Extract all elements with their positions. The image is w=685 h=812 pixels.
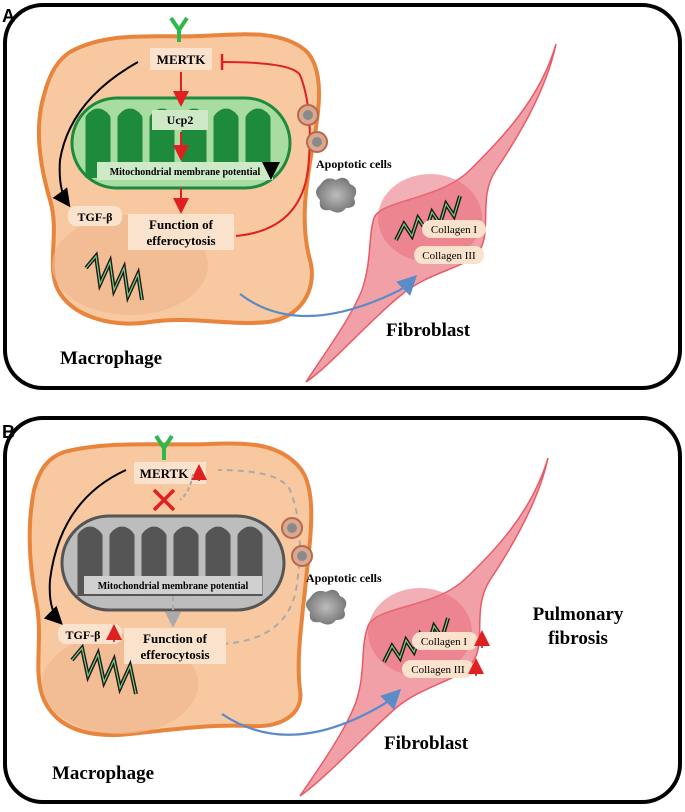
tgf-helix-b-icon (70, 643, 138, 695)
function-a-box (128, 214, 234, 250)
ucp2-label: Ucp2 (167, 113, 194, 127)
mito-potential-b-box (84, 576, 262, 594)
mertk-label-box (150, 48, 212, 70)
mito-potential-b-label: Mitochondrial membrane potential (98, 581, 249, 592)
mertk-receptor-icon (169, 16, 189, 42)
mito-potential-a-label: Mitochondrial membrane potential (110, 167, 261, 178)
collagen1-a-label: Collagen I (431, 224, 477, 236)
arrow-macrophage-fibroblast-b (221, 688, 402, 736)
tgf-a-box (68, 206, 122, 226)
pulmonary-fibrosis-line1: Pulmonary (533, 604, 624, 625)
mito-potential-a-box (97, 162, 273, 180)
fibroblast-a-label: Fibroblast (386, 320, 471, 341)
apoptotic-cells-b-icon (281, 517, 347, 625)
collagen3-a-label: Collagen III (422, 250, 476, 262)
pulmonary-fibrosis-line2: fibrosis (548, 628, 608, 649)
panel-b: B MERTK Mitochondrial membrane potential… (2, 416, 682, 804)
panel-a-letter: A (2, 6, 15, 26)
mertk-receptor-b-icon (154, 434, 174, 460)
panel-b-letter: B (2, 422, 15, 442)
blocked-x-icon (152, 488, 176, 512)
function-b-line2: efferocytosis (140, 647, 209, 662)
collagen3-b-box (402, 660, 474, 678)
apoptotic-b-label: Apoptotic cells (306, 571, 382, 585)
arrow-mertk-tgf-b (43, 469, 127, 625)
function-b-box (124, 628, 226, 664)
tgf-a-label: TGF-β (78, 210, 113, 224)
apoptotic-a-label: Apoptotic cells (316, 157, 392, 171)
collagen3-b-label: Collagen III (411, 664, 465, 676)
mertk-label: MERTK (157, 52, 207, 67)
macrophage-b-label: Macrophage (52, 763, 154, 784)
tgf-b-label: TGF-β (66, 628, 101, 642)
dashed-branch-line (179, 473, 194, 501)
ucp2-label-box (152, 110, 208, 130)
mitochondrion-gray-icon (60, 514, 286, 612)
collagen3-a-box (414, 246, 484, 264)
mertk-b-label: MERTK (140, 466, 190, 481)
function-a-line1: Function of (149, 217, 214, 232)
macrophage-a-label: Macrophage (60, 348, 162, 369)
tgf-helix-a-icon (84, 251, 144, 304)
collagen1-b-label: Collagen I (421, 636, 467, 648)
collagen1-a-box (422, 220, 486, 238)
arrow-macrophage-fibroblast-a (239, 274, 418, 318)
panel-a: A MERTK Ucp2 Mitochondrial membrane pote… (2, 3, 682, 390)
collagen1-b-box (412, 632, 478, 650)
mertk-b-label-box (134, 462, 206, 484)
fibroblast-b-label: Fibroblast (384, 733, 469, 754)
arrow-mertk-tgf (52, 61, 139, 208)
function-a-line2: efferocytosis (146, 233, 215, 248)
apoptotic-cells-a-icon (297, 104, 357, 213)
function-b-line1: Function of (143, 631, 208, 646)
